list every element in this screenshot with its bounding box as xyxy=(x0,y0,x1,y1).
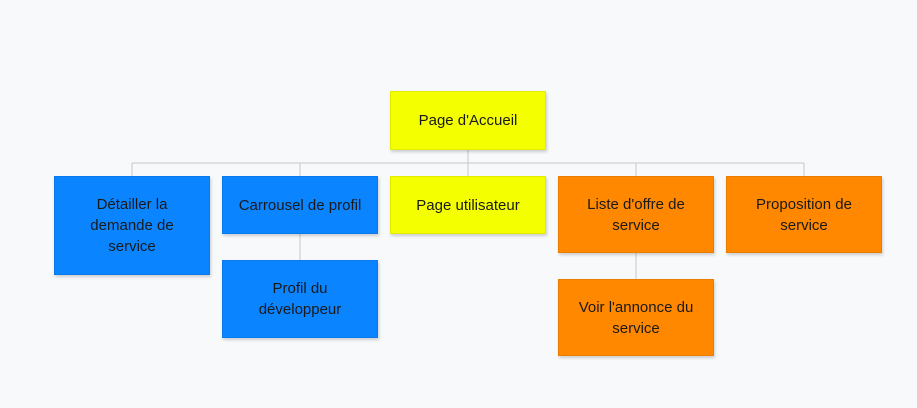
node-proposition-service: Proposition de service xyxy=(726,176,882,253)
node-page-accueil: Page d'Accueil xyxy=(390,91,546,150)
node-detailler-demande: Détailler la demande de service xyxy=(54,176,210,275)
node-label: Page d'Accueil xyxy=(418,112,518,129)
node-voir-annonce: Voir l'annonce du service xyxy=(558,279,714,356)
node-label: Proposition de service xyxy=(756,195,852,234)
node-label: Détailler la demande de service xyxy=(90,196,174,255)
node-label: Liste d'offre de service xyxy=(587,195,685,234)
node-label: Profil du développeur xyxy=(258,280,342,318)
node-carrousel-profil: Carrousel de profil xyxy=(222,176,378,234)
node-label: Voir l'annonce du service xyxy=(578,298,694,337)
node-label: Page utilisateur xyxy=(416,196,520,214)
node-page-utilisateur: Page utilisateur xyxy=(390,176,546,234)
node-label: Carrousel de profil xyxy=(238,196,362,214)
node-liste-offre: Liste d'offre de service xyxy=(558,176,714,253)
node-profil-developpeur: Profil du développeur xyxy=(222,260,378,338)
